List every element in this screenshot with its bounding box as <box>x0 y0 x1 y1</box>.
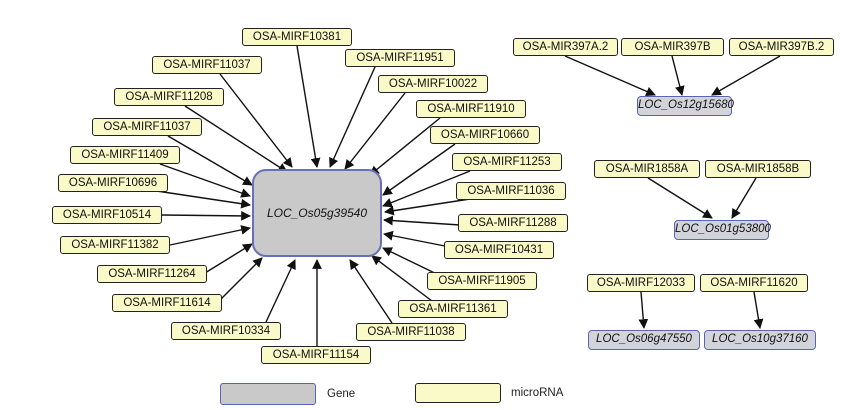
hub-edge-arrow <box>217 257 263 303</box>
hub-edge-arrow <box>161 211 251 221</box>
hub-edge-arrow <box>167 135 253 186</box>
hub-mirna-node: OSA-MIRF11288 <box>458 214 568 232</box>
cluster-mirna-node: OSA-MIR397B.2 <box>729 38 834 56</box>
cluster-gene-node: LOC_Os10g37160 <box>704 330 816 350</box>
hub-mirna-node: OSA-MIRF11038 <box>356 323 466 341</box>
hub-mirna-node: OSA-MIRF11614 <box>112 294 222 312</box>
cluster-gene-node: LOC_Os06g47550 <box>588 330 700 350</box>
legend-gene-label: Gene <box>327 388 356 400</box>
hub-mirna-node: OSA-MIRF11208 <box>114 88 224 106</box>
hub-edge-arrow <box>184 105 288 173</box>
legend-mirna-label: microRNA <box>511 387 564 399</box>
cluster-edge-arrow <box>647 177 713 219</box>
hub-mirna-node: OSA-MIRF10514 <box>52 206 162 224</box>
cluster-edge-arrow <box>638 291 649 329</box>
hub-mirna-node: OSA-MIRF11910 <box>416 100 526 118</box>
cluster-mirna-node: OSA-MIR397A.2 <box>513 38 618 56</box>
hub-mirna-node: OSA-MIRF11036 <box>456 182 566 200</box>
hub-edge-arrow <box>369 117 441 176</box>
hub-edge-arrow <box>296 45 321 168</box>
hub-mirna-node: OSA-MIRF11037 <box>92 118 202 136</box>
hub-mirna-node: OSA-MIRF11409 <box>70 146 180 164</box>
hub-mirna-node: OSA-MIRF11253 <box>452 153 562 171</box>
hub-mirna-node: OSA-MIRF10696 <box>58 174 168 192</box>
cluster-gene-node: LOC_Os12g15680 <box>637 96 734 116</box>
hub-mirna-node: OSA-MIRF11037 <box>152 56 262 74</box>
cluster-mirna-node: OSA-MIRF11620 <box>700 274 808 292</box>
hub-mirna-node: OSA-MIRF11264 <box>97 265 207 283</box>
hub-edge-arrow <box>159 163 251 198</box>
cluster-edge-arrow <box>711 55 781 96</box>
hub-gene-label: LOC_Os05g39540 <box>266 206 368 220</box>
hub-edge-arrow <box>371 255 441 308</box>
hub-mirna-node: OSA-MIRF11951 <box>345 49 455 67</box>
cluster-mirna-node: OSA-MIR1858B <box>705 160 811 178</box>
legend-gene-swatch <box>220 383 316 405</box>
hub-mirna-node: OSA-MIRF10431 <box>444 241 554 259</box>
legend-mirna-swatch <box>415 383 501 403</box>
hub-mirna-node: OSA-MIRF10022 <box>378 75 488 93</box>
hub-edge-arrow <box>382 143 456 196</box>
hub-edge-arrow <box>149 189 251 209</box>
hub-mirna-node: OSA-MIRF10381 <box>242 28 352 46</box>
hub-gene-node: LOC_Os05g39540 <box>252 169 382 257</box>
cluster-edge-arrow <box>671 55 685 96</box>
hub-edge-arrow <box>382 170 471 208</box>
hub-edge-arrow <box>349 259 393 324</box>
hub-mirna-node: OSA-MIRF10334 <box>171 322 281 340</box>
cluster-mirna-node: OSA-MIR397B <box>621 38 724 56</box>
hub-mirna-node: OSA-MIRF11905 <box>427 272 537 290</box>
hub-edge-arrow <box>265 259 296 323</box>
hub-mirna-node: OSA-MIRF10660 <box>430 126 540 144</box>
cluster-gene-node: LOC_Os01g53800 <box>674 220 771 240</box>
cluster-edge-arrow <box>564 55 656 96</box>
cluster-edge-arrow <box>731 177 757 219</box>
hub-edge-arrow <box>204 243 253 274</box>
hub-mirna-node: OSA-MIRF11361 <box>398 300 508 318</box>
hub-edge-arrow <box>169 225 251 246</box>
cluster-mirna-node: OSA-MIR1858A <box>594 160 700 178</box>
hub-mirna-node: OSA-MIRF11154 <box>261 346 371 364</box>
hub-edge-arrow <box>384 198 471 216</box>
cluster-edge-arrow <box>753 291 764 329</box>
hub-edge-arrow <box>383 215 461 226</box>
hub-edge-arrow <box>383 230 456 249</box>
cluster-mirna-node: OSA-MIRF12033 <box>587 274 695 292</box>
hub-edge-arrow <box>219 73 293 168</box>
hub-edge-arrow <box>329 66 376 168</box>
hub-edge-arrow <box>344 92 406 170</box>
hub-mirna-node: OSA-MIRF11382 <box>60 236 170 254</box>
